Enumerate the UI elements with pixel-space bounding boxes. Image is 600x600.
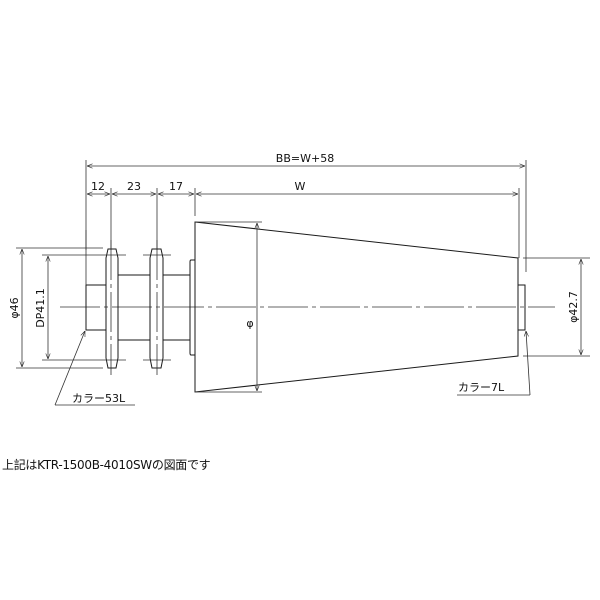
dim-23: 23 (127, 180, 141, 193)
flange (189, 259, 195, 356)
dim-17: 17 (169, 180, 183, 193)
right-collar-leader: カラー7L (457, 331, 531, 396)
roller-dia-label: φ (246, 317, 253, 330)
left-outer-dia-label: φ46 (8, 297, 21, 318)
left-collar (85, 284, 107, 331)
left-collar-leader: カラー53L (54, 230, 135, 406)
pitch-dia-label: DP41.1 (34, 288, 47, 328)
segment-dimensions: 12 23 17 W (87, 180, 520, 258)
sprocket-2 (143, 240, 171, 375)
dim-w: W (295, 180, 306, 193)
sprocket-1 (100, 240, 126, 375)
right-diameter-dimension: φ42.7 (523, 257, 590, 357)
right-collar (517, 284, 526, 331)
right-dia-label: φ42.7 (567, 291, 580, 323)
dim-12: 12 (91, 180, 105, 193)
overall-dimension: BB=W+58 (85, 152, 527, 258)
left-collar-label: カラー53L (72, 392, 126, 405)
left-outer-diameter-dimension: φ46 (8, 247, 103, 369)
drawing-caption: 上記はKTR-1500B-4010SWの図面です (2, 458, 211, 472)
tapered-roller (194, 221, 519, 393)
right-collar-label: カラー7L (458, 381, 505, 394)
pitch-diameter-dimension: DP41.1 (34, 254, 100, 361)
overall-dimension-label: BB=W+58 (276, 152, 334, 165)
